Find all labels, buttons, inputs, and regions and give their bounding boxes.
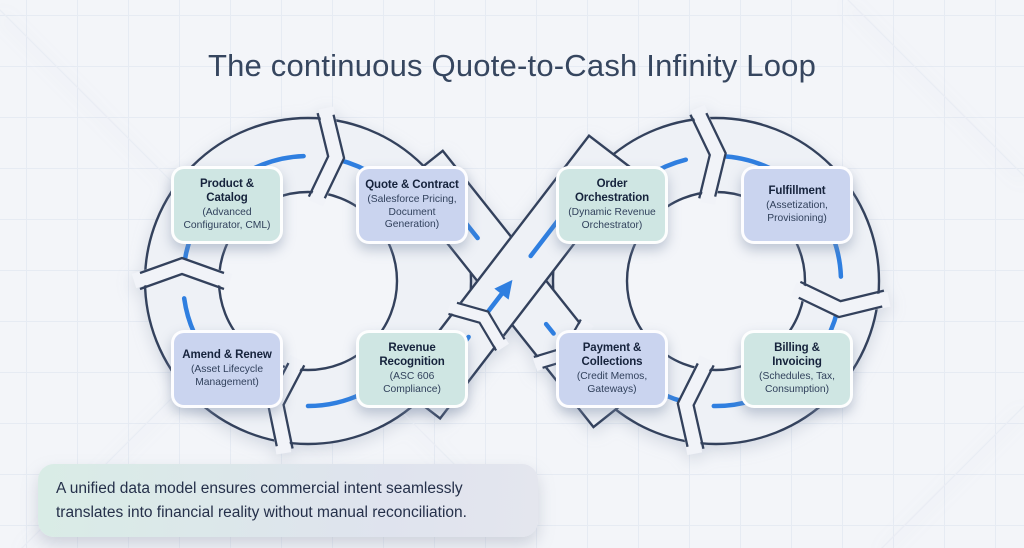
node-title: Order Orchestration [574,178,650,204]
node-order-orchestration: Order Orchestration (Dynamic Revenue Orc… [556,166,668,244]
node-subtitle: (Advanced Configurator, CML) [183,207,271,231]
node-amend-renew: Amend & Renew (Asset Lifecycle Managemen… [171,330,283,408]
node-title: Fulfillment [768,184,826,197]
node-title: Product & Catalog [199,178,255,204]
node-revenue-recognition: Revenue Recognition (ASC 606 Compliance) [356,330,468,408]
node-subtitle: (Dynamic Revenue Orchestrator) [568,207,656,231]
node-title: Payment & Collections [581,342,643,368]
node-billing-invoicing: Billing & Invoicing (Schedules, Tax, Con… [741,330,853,408]
node-fulfillment: Fulfillment (Assetization, Provisioning) [741,166,853,244]
node-subtitle: (ASC 606 Compliance) [383,371,441,395]
node-quote-contract: Quote & Contract (Salesforce Pricing, Do… [356,166,468,244]
node-subtitle: (Assetization, Provisioning) [766,200,828,224]
node-subtitle: (Credit Memos, Gateways) [576,371,648,395]
node-subtitle: (Salesforce Pricing, Document Generation… [367,194,457,230]
node-subtitle: (Asset Lifecycle Management) [190,364,264,388]
right-ring-bottom-chevron-icon [676,355,715,456]
right-ring-top-chevron-icon [689,104,727,205]
caption-banner: A unified data model ensures commercial … [38,464,538,537]
node-product-catalog: Product & Catalog (Advanced Configurator… [171,166,283,244]
flow-arrow-icon [494,279,513,300]
band-chevron-icon [447,299,509,352]
node-payment-collections: Payment & Collections (Credit Memos, Gat… [556,330,668,408]
node-title: Amend & Renew [182,348,272,361]
left-ring-top-chevron-icon [307,106,346,207]
right-ring-right-chevron-icon [790,280,891,319]
page-title: The continuous Quote-to-Cash Infinity Lo… [207,48,817,83]
node-subtitle: (Schedules, Tax, Consumption) [759,371,835,395]
node-title: Billing & Invoicing [772,342,822,368]
left-ring-left-chevron-icon [131,256,233,291]
node-title: Revenue Recognition [379,342,445,368]
node-title: Quote & Contract [365,178,459,191]
